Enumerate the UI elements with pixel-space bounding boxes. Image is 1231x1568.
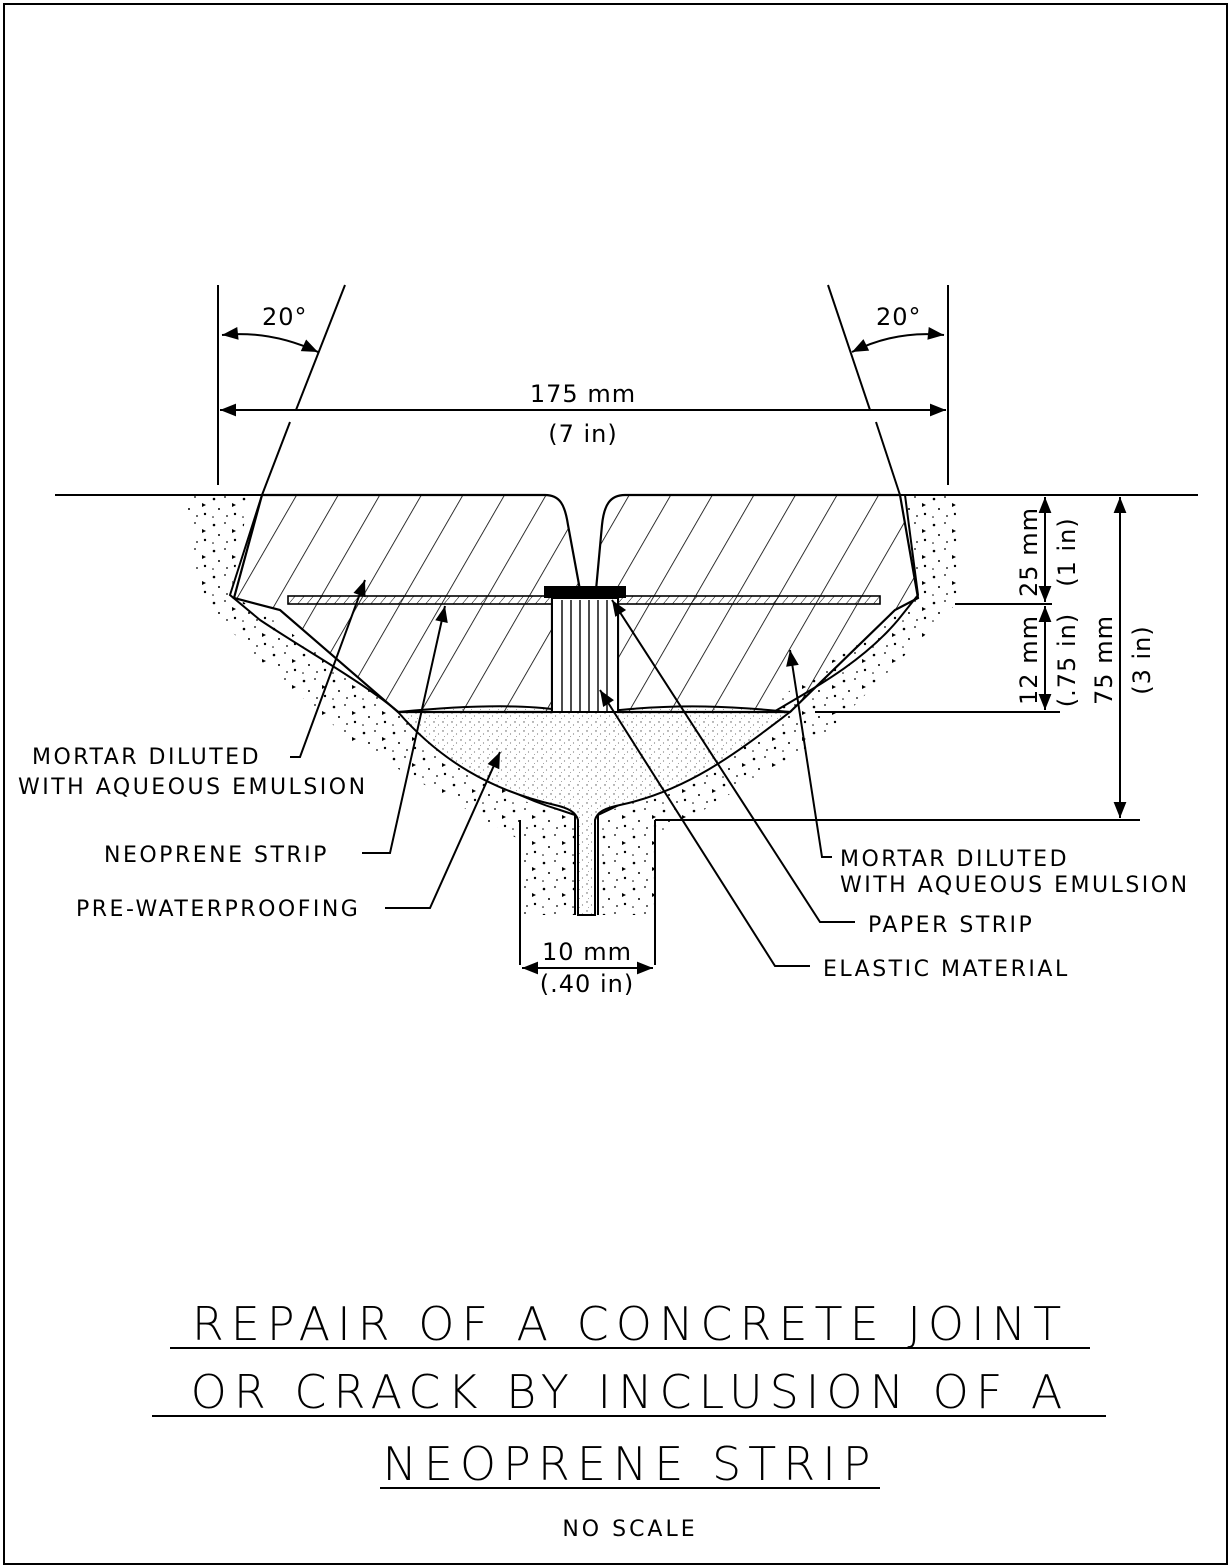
pre-waterproofing-region	[395, 705, 793, 916]
neoprene-strip-label: NEOPRENE STRIP	[104, 843, 329, 868]
paper-strip-label: PAPER STRIP	[868, 913, 1034, 938]
width-mm-label: 175 mm	[530, 380, 636, 408]
angle-arc-left	[221, 326, 319, 353]
total-in-label: (3 in)	[1128, 625, 1156, 695]
mortar-left-label-line1: MORTAR DILUTED	[32, 745, 261, 770]
gap-mm-label: 10 mm	[542, 938, 632, 966]
leader-mortar-left	[290, 579, 366, 758]
mortar-right-label-line2: WITH AQUEOUS EMULSION	[840, 873, 1190, 898]
title-line-3: NEOPRENE STRIP	[382, 1437, 877, 1491]
existing-concrete-aggregate	[185, 495, 960, 915]
leader-paper-strip	[611, 599, 855, 923]
leader-neoprene-strip	[362, 605, 448, 854]
leader-pre-waterproofing	[385, 751, 501, 909]
angle-right-label: 20°	[876, 303, 922, 331]
slope-line-left-upper	[295, 284, 346, 411]
top-in-label: (1 in)	[1053, 517, 1081, 587]
leader-elastic-material	[599, 689, 810, 967]
angle-left-label: 20°	[262, 303, 308, 331]
elastic-material-label: ELASTIC MATERIAL	[823, 957, 1070, 982]
angle-arc-right	[851, 326, 945, 353]
elastic-material	[551, 597, 619, 713]
slope-line-right-upper	[827, 284, 871, 411]
top-mm-label: 25 mm	[1015, 507, 1043, 597]
title-line-2: OR CRACK BY INCLUSION OF A	[191, 1365, 1070, 1419]
title-line-1: REPAIR OF A CONCRETE JOINT	[192, 1297, 1068, 1351]
sheet-border	[3, 3, 1228, 1565]
mid-mm-label: 12 mm	[1015, 615, 1043, 705]
mortar-left-label-line2: WITH AQUEOUS EMULSION	[18, 775, 368, 800]
mortar-right-label-line1: MORTAR DILUTED	[840, 847, 1069, 872]
pre-waterproofing-label: PRE-WATERPROOFING	[76, 897, 360, 922]
gap-in-label: (.40 in)	[540, 970, 634, 998]
paper-strip	[544, 586, 626, 598]
slope-line-right-lower	[875, 421, 901, 496]
width-in-label: (7 in)	[548, 420, 618, 448]
scale-note: NO SCALE	[562, 1517, 697, 1542]
leader-mortar-right	[786, 649, 832, 858]
slope-line-left-lower	[261, 421, 291, 496]
mid-in-label: (.75 in)	[1053, 613, 1081, 707]
total-mm-label: 75 mm	[1090, 615, 1118, 705]
